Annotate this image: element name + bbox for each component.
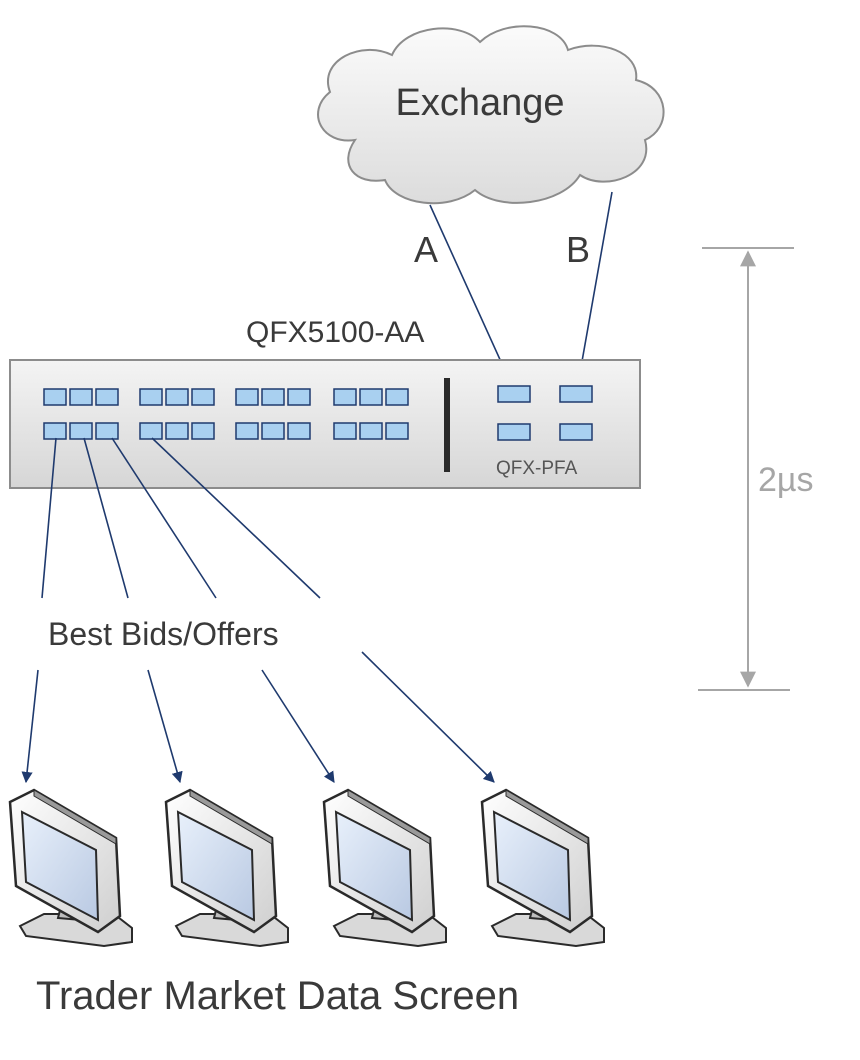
switch-port: [287, 388, 311, 406]
link-line-2-lower: [147, 669, 183, 784]
switch-port: [69, 422, 93, 440]
pfa-port: [497, 385, 531, 403]
switch-port: [359, 388, 383, 406]
link-line-3-lower: [261, 669, 335, 783]
switch-port: [235, 422, 259, 440]
feed-b-line: [574, 191, 613, 386]
pfa-port: [497, 423, 531, 441]
link-line-2: [83, 437, 129, 599]
switch-port: [43, 422, 67, 440]
monitor-icon: [8, 788, 133, 948]
monitor-icon: [480, 788, 605, 948]
link-line-1: [41, 437, 57, 599]
link-line-3: [111, 437, 217, 599]
exchange-label: Exchange: [395, 82, 565, 124]
monitor-icon: [164, 788, 289, 948]
distribution-lines: [21, 437, 495, 784]
pfa-port: [559, 423, 593, 441]
switch-port: [261, 388, 285, 406]
switch-port: [261, 422, 285, 440]
switch-label: QFX5100-AA: [246, 316, 425, 349]
switch-port: [43, 388, 67, 406]
feed-b-label: B: [566, 229, 591, 270]
chassis-divider: [444, 378, 450, 472]
switch-port: [165, 388, 189, 406]
switch-port: [287, 422, 311, 440]
switch-port: [333, 422, 357, 440]
switch-port: [139, 388, 163, 406]
pfa-port: [559, 385, 593, 403]
module-label: QFX-PFA: [496, 458, 578, 479]
switch-port: [333, 388, 357, 406]
switch-port: [191, 422, 215, 440]
best-bids-offers-label: Best Bids/Offers: [40, 616, 287, 652]
link-line-4: [151, 437, 321, 599]
link-line-4-lower: [361, 651, 495, 783]
switch-port: [235, 388, 259, 406]
switch-ports: [43, 385, 593, 441]
switch-port: [359, 422, 383, 440]
switch-port: [95, 388, 119, 406]
switch-port: [139, 422, 163, 440]
switch-port: [165, 422, 189, 440]
latency-dimension: [698, 247, 794, 691]
latency-label: 2µs: [756, 461, 816, 499]
feed-a-line: [429, 204, 513, 388]
switch-port: [385, 422, 409, 440]
switch-port: [95, 422, 119, 440]
trader-screens: [8, 788, 605, 948]
link-line-1-lower: [21, 669, 39, 784]
exchange-cloud-icon: [317, 25, 665, 205]
switch-port: [385, 388, 409, 406]
switch-port: [69, 388, 93, 406]
switch-port: [191, 388, 215, 406]
monitor-icon: [322, 788, 447, 948]
screens-label: Trader Market Data Screen: [36, 974, 520, 1018]
feed-a-label: A: [414, 229, 439, 270]
